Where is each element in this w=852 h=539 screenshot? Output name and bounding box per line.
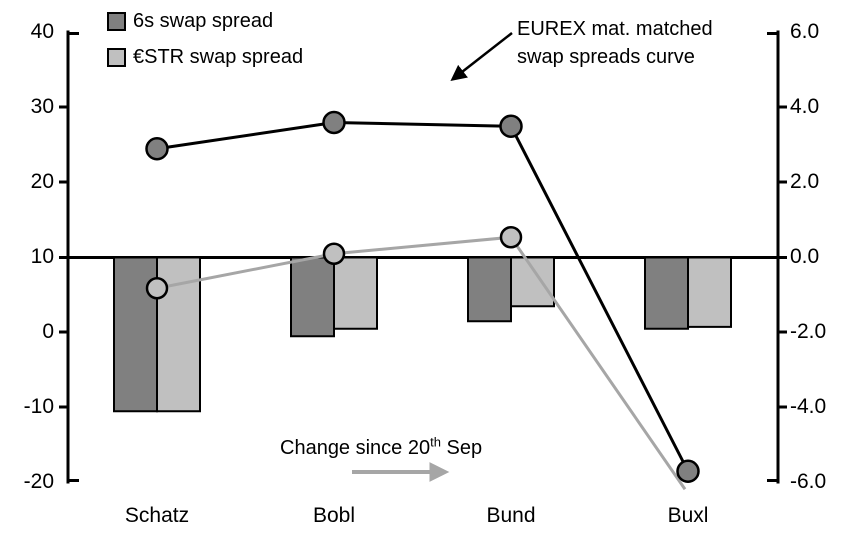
marker-6s-bund	[499, 114, 523, 138]
marker-6s-buxl	[676, 459, 700, 483]
marker-estr-bund	[499, 226, 523, 249]
curve-annotation: EUREX mat. matched swap spreads curve	[517, 15, 713, 71]
marker-6s-schatz	[145, 137, 169, 161]
change-annotation-text: Change since 20	[280, 437, 431, 459]
legend-swatch-6s-icon	[107, 11, 126, 31]
bar-6s-bobl	[290, 256, 335, 338]
right-axis-tick-label: 0.0	[790, 245, 820, 268]
legend-item-estr: €STR swap spread	[107, 47, 303, 67]
legend-label-6s: 6s swap spread	[133, 10, 274, 32]
marker-estr-schatz	[145, 277, 169, 300]
marker-estr-bobl	[322, 242, 346, 265]
bar-estr-buxl	[687, 256, 732, 328]
left-axis-tick-label: 0	[42, 320, 54, 343]
change-annotation: Change since 20th Sep	[280, 434, 482, 460]
right-axis-tick-label: -2.0	[790, 320, 827, 343]
bar-estr-bobl	[333, 256, 378, 330]
right-axis-tick-label: -6.0	[790, 470, 827, 493]
x-category-label: Bobl	[312, 504, 356, 527]
curve-annotation-arrow	[450, 32, 513, 82]
curve-annotation-line2: swap spreads curve	[517, 46, 695, 68]
legend-label-estr: €STR swap spread	[133, 46, 304, 68]
right-axis-tick-label: 2.0	[790, 170, 820, 193]
left-axis-tick-label: 20	[30, 170, 54, 193]
right-axis-tick-label: 6.0	[790, 20, 820, 43]
right-axis-tick-label: 4.0	[790, 95, 820, 118]
bar-6s-bund	[467, 256, 512, 323]
bar-estr-bund	[510, 256, 555, 308]
legend-swatch-estr-icon	[107, 47, 126, 67]
x-category-label: Schatz	[124, 504, 190, 527]
left-axis-tick-label: 40	[30, 20, 54, 43]
marker-6s-bobl	[322, 110, 346, 135]
x-category-label: Bund	[486, 504, 536, 527]
x-category-label: Buxl	[667, 504, 709, 527]
line-6s	[156, 120, 690, 472]
bar-series-6s	[113, 256, 689, 413]
bar-6s-buxl	[644, 256, 689, 330]
line-estr	[156, 235, 687, 491]
left-axis-tick-label: 30	[30, 95, 54, 118]
change-annotation-sup: th	[430, 434, 441, 450]
left-axis-tick-label: 10	[30, 245, 54, 268]
legend-item-6s: 6s swap spread	[107, 11, 273, 31]
left-axis-tick-label: -10	[23, 395, 54, 418]
bar-series-estr	[156, 256, 732, 413]
right-axis-tick-label: -4.0	[790, 395, 827, 418]
curve-annotation-line1: EUREX mat. matched	[517, 18, 713, 40]
change-annotation-suffix: Sep	[440, 437, 483, 459]
left-axis-tick-label: -20	[23, 470, 54, 493]
